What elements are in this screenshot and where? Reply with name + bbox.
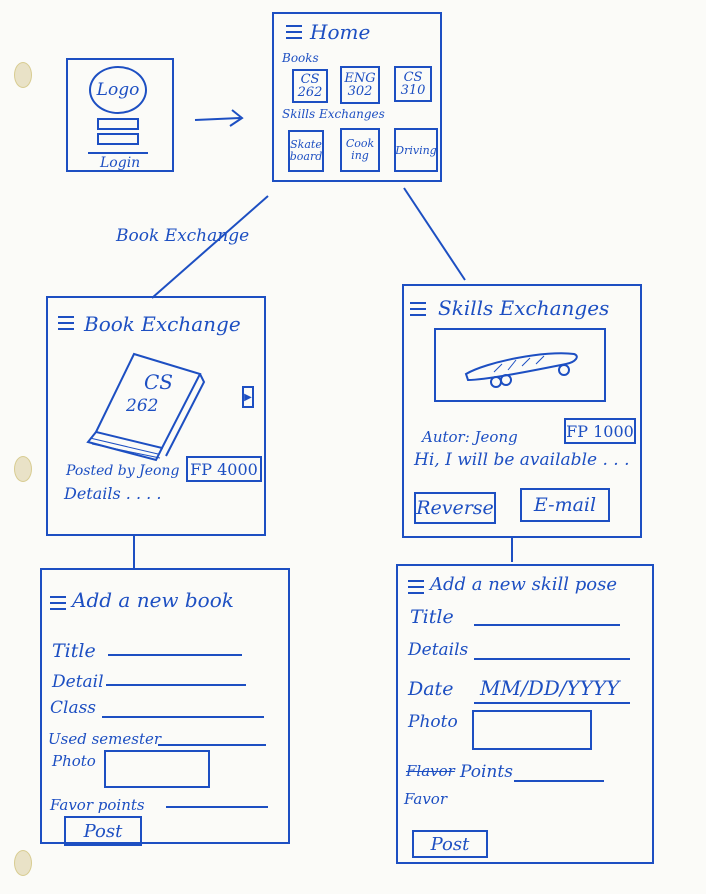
menu-icon[interactable] bbox=[50, 596, 66, 610]
add-book-title: Add a new book bbox=[72, 588, 234, 612]
next-arrow-button[interactable]: ▶ bbox=[242, 386, 254, 408]
skills-exchange-screen: Skills Exchanges Autor: Jeong FP 1000 Hi… bbox=[402, 284, 642, 538]
binder-hole bbox=[14, 456, 32, 482]
skateboard-icon bbox=[464, 352, 578, 388]
favor-points-badge: FP 4000 bbox=[186, 456, 262, 482]
posted-by: Posted by Jeong bbox=[66, 463, 180, 479]
add-skill-title: Add a new skill pose bbox=[430, 574, 617, 595]
logo: Logo bbox=[89, 66, 147, 114]
field-label: Favor points bbox=[50, 796, 145, 814]
binder-hole bbox=[14, 850, 32, 876]
book-exchange-screen: Book Exchange CS 262 ▶ Posted by Jeong F… bbox=[46, 296, 266, 536]
field-label: Detail bbox=[52, 672, 104, 692]
book-cover-line2: 262 bbox=[126, 396, 159, 416]
login-screen: Logo Login bbox=[66, 58, 174, 172]
date-input[interactable]: MM/DD/YYYY bbox=[480, 676, 620, 700]
login-button[interactable]: Login bbox=[100, 155, 141, 171]
post-button[interactable]: Post bbox=[64, 816, 142, 846]
play-icon: ▶ bbox=[244, 391, 252, 403]
logo-text: Logo bbox=[96, 80, 140, 100]
add-book-screen: Add a new book Title Detail Class Used s… bbox=[40, 568, 290, 846]
field-label: Photo bbox=[52, 752, 96, 770]
title-input[interactable] bbox=[108, 654, 242, 656]
struck-label: Flavor bbox=[406, 762, 455, 780]
points-input[interactable] bbox=[514, 780, 604, 782]
skill-image bbox=[434, 328, 606, 402]
detail-input[interactable] bbox=[106, 684, 246, 686]
username-field[interactable] bbox=[97, 118, 139, 130]
details-input[interactable] bbox=[474, 658, 630, 660]
add-skill-screen: Add a new skill pose Title Details Date … bbox=[396, 564, 654, 864]
used-semester-input[interactable] bbox=[158, 744, 266, 746]
book-exchange-title: Book Exchange bbox=[84, 312, 241, 336]
details-text: Details . . . . bbox=[64, 484, 162, 503]
skills-exchange-title: Skills Exchanges bbox=[438, 296, 610, 320]
reserve-button[interactable]: Reverse bbox=[414, 492, 496, 524]
post-button[interactable]: Post bbox=[412, 830, 488, 858]
field-label: Date bbox=[408, 678, 454, 700]
menu-icon[interactable] bbox=[410, 302, 426, 316]
field-label: Used semester bbox=[48, 730, 162, 748]
email-button[interactable]: E-mail bbox=[520, 488, 610, 522]
field-label: Title bbox=[410, 606, 454, 628]
availability-message: Hi, I will be available . . . bbox=[414, 450, 630, 470]
photo-upload-box[interactable] bbox=[104, 750, 210, 788]
menu-icon[interactable] bbox=[58, 316, 74, 330]
skills-label: Skills Exchanges bbox=[282, 107, 385, 121]
author-text: Autor: Jeong bbox=[422, 428, 518, 446]
favor-points-input[interactable] bbox=[166, 806, 268, 808]
field-label: Details bbox=[408, 640, 469, 660]
menu-icon[interactable] bbox=[286, 25, 302, 39]
date-underline bbox=[474, 702, 630, 704]
title-input[interactable] bbox=[474, 624, 620, 626]
class-input[interactable] bbox=[102, 716, 264, 718]
password-field[interactable] bbox=[97, 133, 139, 145]
connector-label: Book Exchange bbox=[116, 226, 250, 246]
field-label: Points bbox=[460, 762, 513, 782]
divider bbox=[88, 152, 148, 154]
favor-points-badge: FP 1000 bbox=[564, 418, 636, 444]
book-illustration bbox=[86, 352, 206, 462]
field-label: Photo bbox=[408, 712, 458, 732]
field-label: Class bbox=[50, 698, 97, 718]
field-label: Favor bbox=[404, 790, 448, 808]
book-cover-line1: CS bbox=[144, 370, 174, 394]
field-label: Title bbox=[52, 640, 96, 662]
binder-hole bbox=[14, 62, 32, 88]
home-title: Home bbox=[310, 20, 371, 44]
menu-icon[interactable] bbox=[408, 580, 424, 594]
photo-upload-box[interactable] bbox=[472, 710, 592, 750]
books-label: Books bbox=[282, 51, 319, 65]
skill-tile[interactable]: Driving bbox=[394, 128, 438, 172]
